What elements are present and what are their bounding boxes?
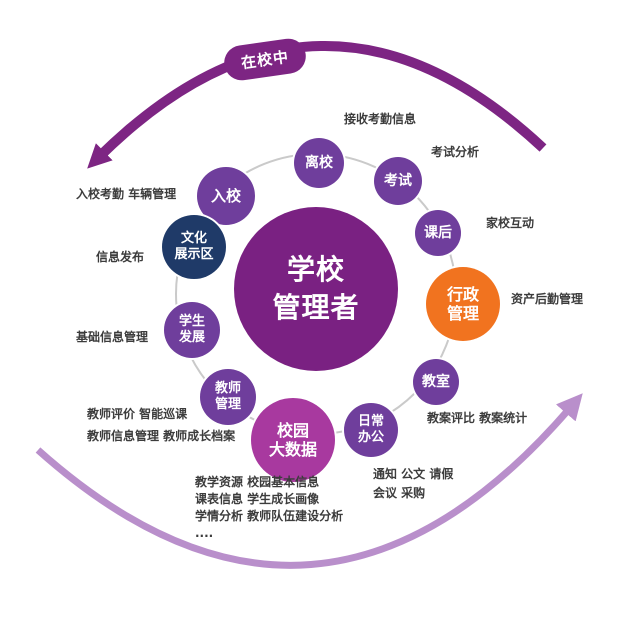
node-student-development: 学生 发展	[164, 302, 220, 358]
node-admin-management: 行政 管理	[426, 267, 500, 341]
annotation-entry-items: 入校考勤 车辆管理	[76, 187, 177, 201]
annotation-lesson-plan: 教案评比 教案统计	[427, 411, 528, 425]
center-circle-school-manager: 学校 管理者	[234, 207, 398, 371]
annotation-info-release: 信息发布	[96, 250, 145, 264]
node-exam: 考试	[374, 157, 422, 205]
bottom-cycle-arrow	[35, 393, 583, 569]
node-after-class: 课后	[415, 210, 461, 256]
annotation-exam-analysis: 考试分析	[431, 145, 480, 159]
annotation-bigdata-items: 教学资源 校园基本信息 课表信息 学生成长画像 学情分析 教师队伍建设分析 ..…	[195, 475, 344, 540]
top-cycle-arrow	[87, 41, 547, 169]
annotation-asset-logistics: 资产后勤管理	[511, 292, 584, 306]
node-culture-display: 文化 展示区	[162, 215, 226, 279]
node-entry: 入校	[197, 167, 255, 225]
annotation-basic-info: 基础信息管理	[76, 330, 149, 344]
node-campus-bigdata: 校园 大数据	[251, 398, 335, 482]
annotation-home-school: 家校互动	[486, 216, 535, 230]
node-leave: 离校	[294, 138, 344, 188]
annotation-teacher-items: 教师评价 智能巡课 教师信息管理 教师成长档案	[87, 407, 236, 443]
node-classroom: 教室	[413, 359, 459, 405]
annotation-daily-office-items: 通知 公文 请假 会议 采购	[373, 467, 454, 500]
node-daily-office: 日常 办公	[344, 403, 398, 457]
node-teacher-management: 教师 管理	[200, 369, 256, 425]
annotation-attendance-info: 接收考勤信息	[344, 112, 417, 126]
